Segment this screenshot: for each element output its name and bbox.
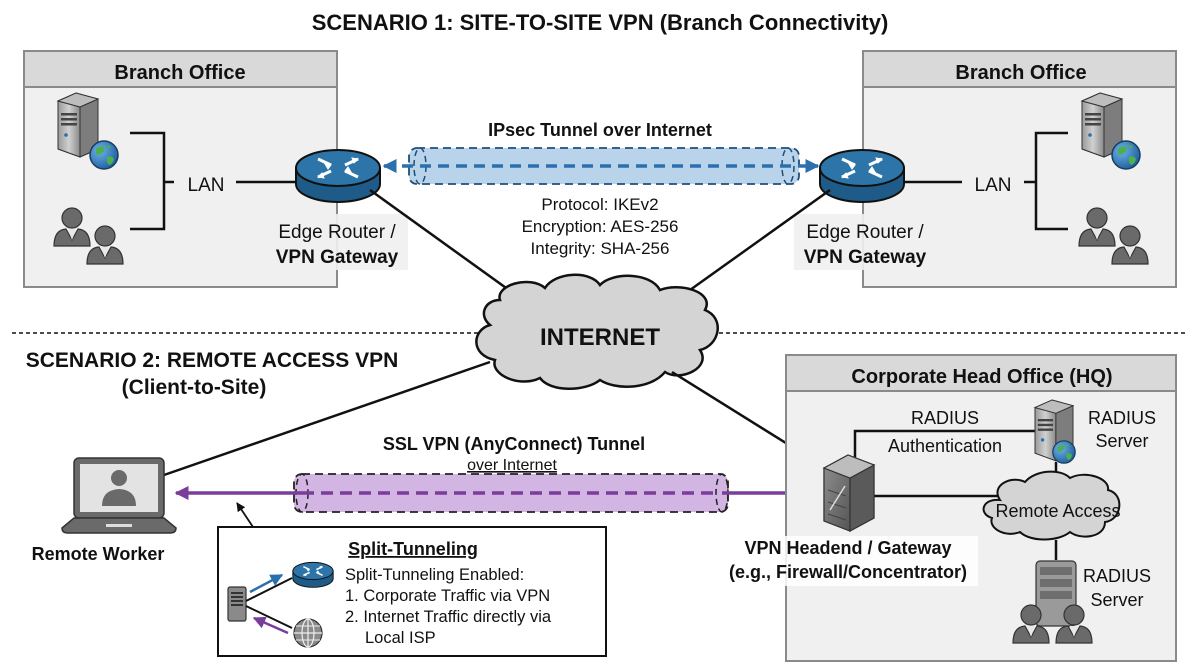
headend-label-line1: VPN Headend / Gateway bbox=[744, 538, 951, 558]
remote-access-cloud: Remote Access bbox=[982, 470, 1121, 541]
ipsec-tunnel: IPsec Tunnel over Internet Protocol: IKE… bbox=[382, 120, 820, 258]
corporate-traffic-arrow bbox=[249, 573, 284, 594]
split-tunneling-line: 2. Internet Traffic directly via bbox=[345, 608, 552, 626]
split-tunneling-line: Local ISP bbox=[365, 629, 436, 647]
ssl-tunnel-subtitle: over Internet bbox=[467, 457, 557, 474]
globe-icon bbox=[89, 140, 119, 170]
right-router-label-line2: VPN Gateway bbox=[804, 247, 927, 268]
radius-server2-label-line1: RADIUS bbox=[1083, 566, 1151, 586]
left-office-title: Branch Office bbox=[114, 62, 245, 84]
right-router-label-line1: Edge Router / bbox=[806, 222, 924, 243]
ipsec-detail-protocol: Protocol: IKEv2 bbox=[541, 195, 658, 214]
split-tunneling-title: Split-Tunneling bbox=[348, 539, 478, 559]
mini-router-icon bbox=[292, 561, 334, 589]
left-router-icon bbox=[294, 148, 382, 204]
left-router-label-line1: Edge Router / bbox=[278, 222, 396, 243]
left-lan-label: LAN bbox=[188, 175, 225, 196]
headend-label-line2: (e.g., Firewall/Concentrator) bbox=[729, 562, 967, 582]
remote-access-label: Remote Access bbox=[995, 501, 1120, 521]
ssl-vpn-tunnel: SSL VPN (AnyConnect) Tunnel over Interne… bbox=[174, 434, 808, 513]
globe-wireframe-icon bbox=[293, 618, 323, 648]
internet-label: INTERNET bbox=[540, 324, 660, 351]
scenario2-title-line1: SCENARIO 2: REMOTE ACCESS VPN bbox=[26, 349, 399, 372]
laptop-icon bbox=[61, 457, 177, 534]
internet-remote-worker-link bbox=[163, 360, 491, 477]
right-lan-label: LAN bbox=[975, 175, 1012, 196]
right-office-title: Branch Office bbox=[955, 62, 1086, 84]
split-tunneling-box: Split-Tunneling Split-Tunneling Enabled:… bbox=[217, 526, 607, 657]
scenario1-title: SCENARIO 1: SITE-TO-SITE VPN (Branch Con… bbox=[312, 10, 889, 35]
ipsec-tunnel-title: IPsec Tunnel over Internet bbox=[488, 120, 712, 140]
ipsec-detail-encryption: Encryption: AES-256 bbox=[522, 217, 679, 236]
remote-worker-label: Remote Worker bbox=[32, 544, 165, 564]
right-router-internet-link bbox=[689, 188, 831, 292]
split-tunneling-line: 1. Corporate Traffic via VPN bbox=[345, 587, 550, 605]
globe-icon bbox=[1052, 440, 1076, 464]
radius-auth-label-line2: Authentication bbox=[888, 436, 1002, 456]
globe-icon bbox=[1111, 140, 1141, 170]
internet-traffic-arrow bbox=[252, 616, 289, 635]
ssl-tunnel-title: SSL VPN (AnyConnect) Tunnel bbox=[383, 434, 645, 454]
radius-server1-label-line2: Server bbox=[1095, 431, 1148, 451]
hq-title: Corporate Head Office (HQ) bbox=[851, 366, 1112, 388]
internet-cloud: INTERNET bbox=[475, 273, 719, 390]
pc-tower-icon bbox=[227, 586, 247, 622]
scenario2-title-line2: (Client-to-Site) bbox=[122, 376, 267, 399]
split-tunneling-line: Split-Tunneling Enabled: bbox=[345, 566, 524, 584]
radius-server1-label-line1: RADIUS bbox=[1088, 408, 1156, 428]
left-branch-office: Branch Office LAN bbox=[23, 50, 338, 288]
firewall-icon bbox=[822, 454, 876, 533]
radius-auth-label-line1: RADIUS bbox=[911, 408, 979, 428]
ipsec-detail-integrity: Integrity: SHA-256 bbox=[531, 239, 670, 258]
radius-server2-label-line2: Server bbox=[1090, 590, 1143, 610]
left-router-label-line2: VPN Gateway bbox=[276, 247, 399, 268]
right-router-icon bbox=[818, 148, 906, 204]
left-router-internet-link bbox=[369, 188, 521, 300]
